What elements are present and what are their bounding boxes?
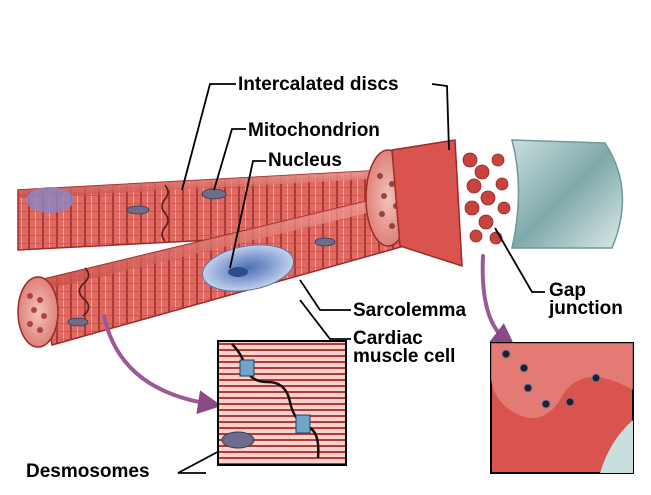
label-intercalated-discs: Intercalated discs [238,74,399,95]
label-mitochondrion: Mitochondrion [248,120,380,141]
label-cardiac-muscle-cell: Cardiac muscle cell [353,328,456,367]
nucleus-shape [202,244,294,292]
front-muscle-fiber [17,188,410,348]
label-nucleus: Nucleus [268,150,342,171]
label-gap-junction: Gap junction [549,280,623,319]
pointer-arrows [102,254,516,415]
desmosome-inset [217,340,347,466]
label-desmosomes: Desmosomes [26,461,150,482]
gap-junction-inset [490,342,634,474]
right-fiber-segment [365,139,624,268]
label-sarcolemma: Sarcolemma [353,300,467,321]
leader-lines [177,83,545,474]
